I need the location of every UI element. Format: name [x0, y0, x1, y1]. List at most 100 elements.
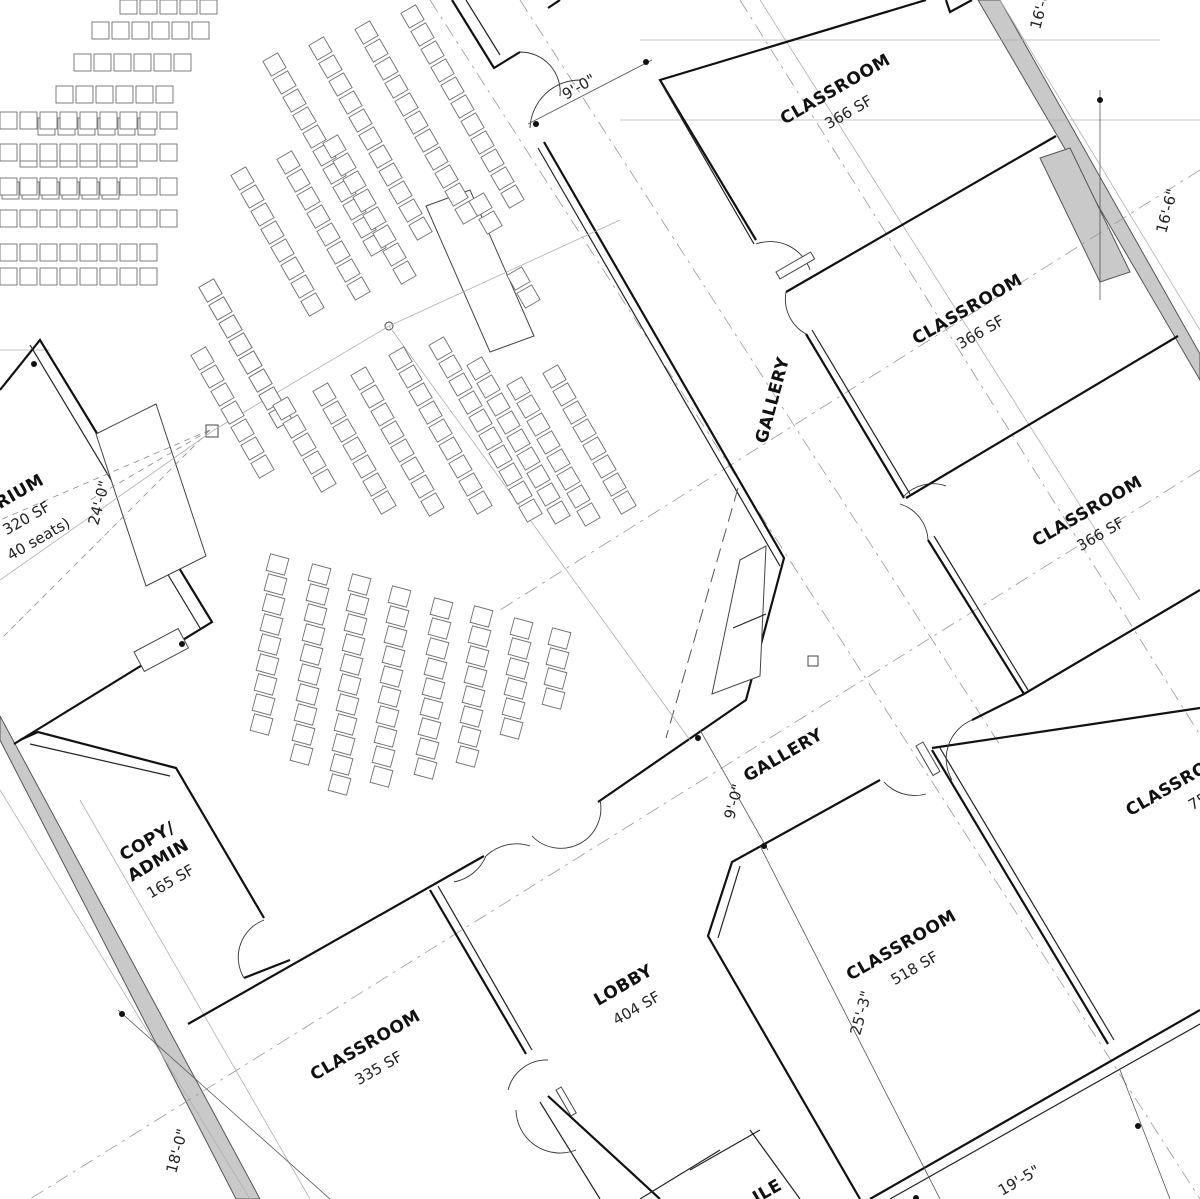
- seat: [350, 366, 375, 391]
- dashed-lines: [0, 219, 739, 741]
- seat: [428, 336, 453, 361]
- seat: [302, 450, 327, 475]
- seat: [413, 757, 438, 780]
- seat: [362, 206, 387, 231]
- seat: [459, 705, 484, 728]
- seat: [372, 224, 397, 249]
- seat: [19, 209, 38, 228]
- seat: [592, 454, 617, 479]
- seat: [171, 21, 190, 40]
- seat: [305, 583, 330, 606]
- wall-gallery-west: [543, 141, 786, 803]
- seat: [159, 0, 178, 15]
- door-classroom-2: [903, 483, 947, 497]
- seat: [518, 498, 543, 523]
- wall-classroom-2: [805, 333, 905, 499]
- seat: [440, 76, 465, 101]
- seat: [99, 209, 118, 228]
- seat: [400, 456, 425, 481]
- seat: [19, 267, 38, 286]
- seat: [302, 124, 327, 149]
- seat: [133, 53, 152, 72]
- gallery-1-name: GALLERY: [752, 355, 794, 446]
- seat: [282, 88, 307, 113]
- seat: [322, 134, 347, 159]
- seat: [348, 108, 373, 133]
- wall-column-shaded: [1039, 147, 1131, 283]
- seat: [39, 177, 58, 196]
- seat: [139, 143, 158, 162]
- seat: [119, 243, 138, 262]
- dim-classroom-5-width: 19'-5": [995, 1161, 1043, 1199]
- seat: [79, 143, 98, 162]
- seat: [39, 243, 58, 262]
- door-top: [529, 79, 581, 129]
- seat: [410, 474, 435, 499]
- seat: [427, 617, 452, 640]
- seat: [556, 466, 581, 491]
- seat: [308, 36, 333, 61]
- seat: [248, 368, 273, 393]
- seat: [303, 603, 328, 626]
- seat: [461, 685, 486, 708]
- seat: [95, 85, 114, 104]
- seat: [455, 745, 480, 768]
- seat: [312, 468, 337, 493]
- seat: [572, 418, 597, 443]
- seat: [374, 56, 399, 81]
- door-lobby: [485, 843, 531, 857]
- seat: [0, 267, 18, 286]
- seat: [253, 673, 278, 696]
- seat: [602, 472, 627, 497]
- doors: [237, 51, 973, 1154]
- seat: [119, 111, 138, 130]
- seat: [372, 490, 397, 515]
- seat: [249, 713, 274, 736]
- seat: [368, 144, 393, 169]
- seat: [139, 243, 158, 262]
- seat: [576, 502, 601, 527]
- dim-classroom-top: 16'-6: [1026, 0, 1053, 31]
- seat: [218, 314, 243, 339]
- seat: [259, 613, 284, 636]
- seat: [506, 376, 531, 401]
- seat: [552, 382, 577, 407]
- seat: [276, 150, 301, 175]
- seat: [322, 400, 347, 425]
- seat: [429, 597, 454, 620]
- seat: [387, 585, 412, 608]
- seat: [486, 392, 511, 417]
- seat: [378, 162, 403, 187]
- seat: [341, 633, 366, 656]
- seat: [408, 216, 433, 241]
- seat: [458, 472, 483, 497]
- seat: [119, 143, 138, 162]
- seat: [384, 74, 409, 99]
- exterior-wall-left: [0, 715, 261, 1199]
- seat: [19, 243, 38, 262]
- seat: [500, 184, 525, 209]
- seat: [498, 462, 523, 487]
- seat: [332, 152, 357, 177]
- seat: [199, 0, 218, 15]
- seat: [536, 482, 561, 507]
- seat: [292, 106, 317, 131]
- seat: [39, 267, 58, 286]
- seat: [153, 53, 172, 72]
- seat: [297, 663, 322, 686]
- seat: [545, 647, 570, 670]
- seat: [139, 0, 158, 15]
- seat: [352, 454, 377, 479]
- seat: [99, 243, 118, 262]
- seat: [400, 4, 425, 29]
- seat: [394, 92, 419, 117]
- seat: [55, 85, 74, 104]
- seat: [506, 266, 531, 291]
- seat: [546, 500, 571, 525]
- seat: [99, 267, 118, 286]
- seat: [434, 164, 459, 189]
- seat: [250, 202, 275, 227]
- seat: [347, 573, 372, 596]
- seat: [272, 70, 297, 95]
- seat: [470, 130, 495, 155]
